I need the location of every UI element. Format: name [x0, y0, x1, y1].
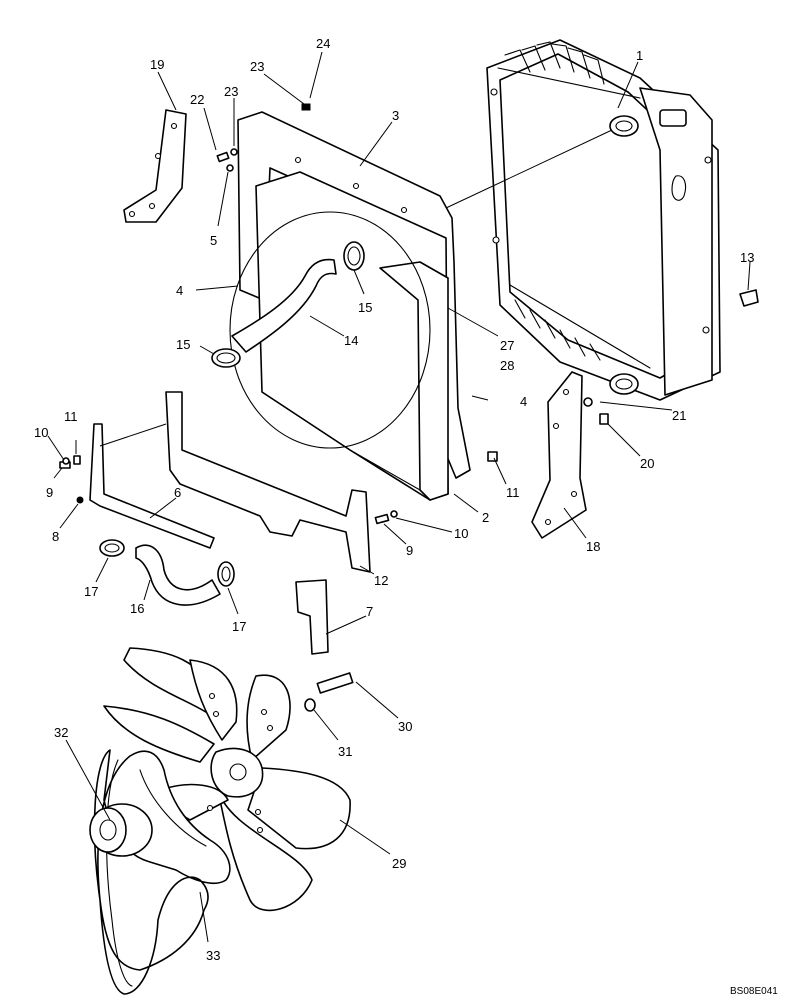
callout-27: 27	[500, 338, 514, 353]
callout-32: 32	[54, 725, 68, 740]
callout-9: 9	[406, 543, 413, 558]
right-side-bracket	[531, 371, 587, 539]
upper-hose	[231, 258, 337, 353]
callout-33: 33	[206, 948, 220, 963]
callout-17: 17	[232, 619, 246, 634]
cooling-fan	[103, 647, 351, 912]
radiator-bottom-fins	[514, 299, 601, 361]
radiator-slot	[671, 175, 687, 201]
callout-21: 21	[672, 408, 686, 423]
callout-24: 24	[316, 36, 330, 51]
radiator-top-fins	[504, 41, 605, 85]
callout-22: 22	[190, 92, 204, 107]
lower-left-bracket	[89, 423, 215, 549]
callout-15: 15	[176, 337, 190, 352]
callout-labels: 1 2 3 4 4 5 6 7 8 9 9 10 10 11 11 12 13 …	[34, 36, 754, 963]
radiator	[486, 39, 721, 401]
callout-18: 18	[586, 539, 600, 554]
callout-19: 19	[150, 57, 164, 72]
fan-shroud-ring	[229, 211, 431, 449]
callout-4: 4	[176, 283, 183, 298]
callout-11: 11	[506, 485, 520, 500]
callout-4: 4	[520, 394, 527, 409]
callout-28: 28	[500, 358, 514, 373]
lower-hose	[135, 544, 221, 606]
leader-lines	[47, 51, 751, 943]
drawing-code: BS08E041	[730, 986, 778, 997]
callout-9: 9	[46, 485, 53, 500]
pulley	[89, 803, 153, 857]
callout-20: 20	[640, 456, 654, 471]
hardware	[59, 103, 609, 712]
callout-6: 6	[174, 485, 181, 500]
callout-3: 3	[392, 108, 399, 123]
callout-23: 23	[224, 84, 238, 99]
callout-16: 16	[130, 601, 144, 616]
callout-12: 12	[374, 573, 388, 588]
callout-5: 5	[210, 233, 217, 248]
callout-31: 31	[338, 744, 352, 759]
upper-left-bracket	[123, 109, 187, 223]
callout-1: 1	[636, 48, 643, 63]
callout-10: 10	[34, 425, 48, 440]
washer-31	[304, 698, 316, 712]
clip-13	[739, 289, 759, 307]
fan-shroud	[229, 171, 449, 501]
callout-17: 17	[84, 584, 98, 599]
callout-8: 8	[52, 529, 59, 544]
callout-30: 30	[398, 719, 412, 734]
radiator-label-plate	[659, 109, 687, 127]
lower-shroud-frame	[165, 391, 371, 573]
radiator-side-tank	[639, 87, 713, 396]
callout-11: 11	[64, 409, 78, 424]
callout-2: 2	[482, 510, 489, 525]
bolt-30	[316, 672, 354, 694]
callout-23: 23	[250, 59, 264, 74]
callout-10: 10	[454, 526, 468, 541]
callout-29: 29	[392, 856, 406, 871]
small-bracket-7	[295, 579, 329, 655]
callout-15: 15	[358, 300, 372, 315]
callout-13: 13	[740, 250, 754, 265]
callout-7: 7	[366, 604, 373, 619]
callout-14: 14	[344, 333, 358, 348]
